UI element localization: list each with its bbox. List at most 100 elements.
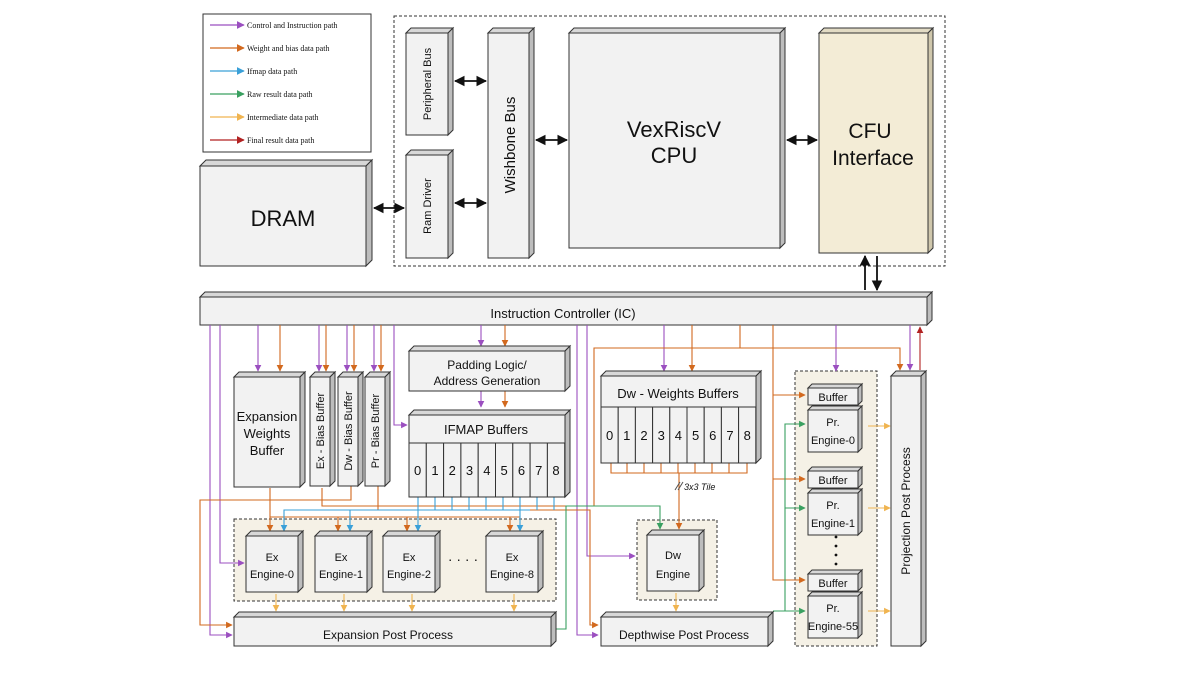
dw-bias-buffer: Dw - Bias Buffer xyxy=(336,370,365,488)
dw-weight-cell-label: 1 xyxy=(623,428,630,443)
ex-engine-line2: Engine-0 xyxy=(250,569,294,581)
depthwise-post-process: Depthwise Post Process xyxy=(599,610,775,648)
dw-bias-label: Dw - Bias Buffer xyxy=(343,391,355,471)
pr-engine-ellipsis xyxy=(834,535,838,566)
depthwise-post-label: Depthwise Post Process xyxy=(619,628,749,642)
pr-bias-buffer: Pr - Bias Buffer xyxy=(363,370,392,488)
soc-region xyxy=(393,15,946,267)
ifmap-cell: 5 xyxy=(495,442,514,498)
dw-weight-cell: 7 xyxy=(720,406,740,464)
legend-label-weight: Weight and bias data path xyxy=(247,44,329,53)
ram-driver-block: Ram Driver xyxy=(404,148,455,260)
legend-item-ifmap: Ifmap data path xyxy=(210,67,297,76)
wishbone-bus-block: Wishbone Bus xyxy=(486,26,536,260)
ifmap-cell: 8 xyxy=(546,442,566,498)
pr-buffer: Buffer xyxy=(806,568,864,593)
ram-driver-label: Ram Driver xyxy=(422,178,434,234)
ifmap-cell-label: 4 xyxy=(483,463,490,478)
expansion-weights-line2: Weights xyxy=(244,426,291,441)
pr-bias-label: Pr - Bias Buffer xyxy=(370,393,382,468)
dw-engine-line2: Engine xyxy=(656,569,690,581)
ex-engine-line2: Engine-1 xyxy=(319,569,363,581)
cpu-label-line1: VexRiscV xyxy=(627,117,721,142)
legend: Control and Instruction path Weight and … xyxy=(202,13,372,153)
legend-item-final: Final result data path xyxy=(210,136,314,145)
ex-engine-line2: Engine-2 xyxy=(387,569,431,581)
ifmap-cell: 1 xyxy=(425,442,445,498)
dw-engine: Dw Engine xyxy=(645,528,706,593)
ex-engine-line1: Ex xyxy=(506,552,519,564)
expansion-post-process: Expansion Post Process xyxy=(232,610,558,648)
dw-weight-cell-label: 6 xyxy=(709,428,716,443)
ifmap-cell-label: 7 xyxy=(535,463,542,478)
legend-item-weight: Weight and bias data path xyxy=(210,44,329,53)
ifmap-cell-label: 5 xyxy=(501,463,508,478)
ifmap-cell-label: 0 xyxy=(414,463,421,478)
dw-weight-cell-label: 4 xyxy=(675,428,682,443)
tile-annotation: 3x3 Tile xyxy=(674,481,715,492)
dw-weight-cell: 5 xyxy=(686,406,705,464)
pr-engine-line2: Engine-1 xyxy=(811,518,855,530)
dw-weight-cell-label: 0 xyxy=(606,428,613,443)
ex-engine-line2: Engine-8 xyxy=(490,569,534,581)
ifmap-buffers-label: IFMAP Buffers xyxy=(444,422,529,437)
ex-engine-ellipsis: · · · · xyxy=(448,551,478,567)
dw-weight-cell: 8 xyxy=(738,406,757,464)
pr-engine: Pr. Engine-55 xyxy=(806,590,864,640)
cpu-block: VexRiscV CPU xyxy=(567,26,787,250)
wishbone-bus-label: Wishbone Bus xyxy=(502,97,519,194)
dram-label: DRAM xyxy=(251,206,316,231)
cfu-label-line1: CFU xyxy=(848,120,891,143)
ifmap-cell: 4 xyxy=(477,442,497,498)
legend-item-control: Control and Instruction path xyxy=(210,21,337,30)
projection-post-label: Projection Post Process xyxy=(899,447,913,574)
legend-label-intermediate: Intermediate data path xyxy=(247,113,319,122)
ex-engine-line1: Ex xyxy=(335,552,348,564)
pr-buffer-label: Buffer xyxy=(818,578,847,590)
ex-engine-line1: Ex xyxy=(266,552,279,564)
ifmap-cell-label: 6 xyxy=(518,463,525,478)
peripheral-bus-block: Peripheral Bus xyxy=(404,26,455,137)
ifmap-cell-label: 8 xyxy=(552,463,559,478)
legend-label-ifmap: Ifmap data path xyxy=(247,67,297,76)
soc-connections xyxy=(372,75,883,292)
dw-weight-cell: 2 xyxy=(634,406,654,464)
instruction-controller-label: Instruction Controller (IC) xyxy=(490,306,635,321)
ifmap-cell-label: 1 xyxy=(431,463,438,478)
dw-weight-cell: 1 xyxy=(617,406,636,464)
pr-engine-line1: Pr. xyxy=(826,500,839,512)
dw-weight-cell-label: 5 xyxy=(692,428,699,443)
connection-lines xyxy=(199,325,924,639)
dram-block: DRAM xyxy=(198,158,374,268)
padding-logic-line2: Address Generation xyxy=(434,374,541,388)
pr-engine-line1: Pr. xyxy=(826,417,839,429)
dw-weight-cell-label: 7 xyxy=(726,428,733,443)
pr-engine-line2: Engine-55 xyxy=(808,621,858,633)
legend-item-intermediate: Intermediate data path xyxy=(210,113,319,122)
pr-engine-line1: Pr. xyxy=(826,603,839,615)
ifmap-cell-label: 3 xyxy=(466,463,473,478)
dw-weight-cell-label: 2 xyxy=(640,428,647,443)
dw-weights-buffers-label: Dw - Weights Buffers xyxy=(617,386,739,401)
ex-bias-buffer: Ex - Bias Buffer xyxy=(308,370,337,488)
ifmap-cell: 3 xyxy=(460,442,479,498)
dw-weight-cell: 0 xyxy=(600,406,619,464)
pr-engine: Pr. Engine-1 xyxy=(806,487,864,537)
cfu-interface-block: CFU Interface xyxy=(817,26,935,255)
projection-post-process: Projection Post Process xyxy=(889,369,928,648)
pr-buffer-label: Buffer xyxy=(818,392,847,404)
ifmap-cell-label: 2 xyxy=(449,463,456,478)
pr-engine-line2: Engine-0 xyxy=(811,435,855,447)
dw-weight-cell-label: 3 xyxy=(658,428,665,443)
expansion-weights-line1: Expansion xyxy=(237,409,298,424)
dw-engine-line1: Dw xyxy=(665,550,681,562)
cfu-label-line2: Interface xyxy=(832,147,914,170)
pr-engine-list: BufferPr.Engine-0BufferPr.Engine-1Buffer… xyxy=(806,382,864,640)
